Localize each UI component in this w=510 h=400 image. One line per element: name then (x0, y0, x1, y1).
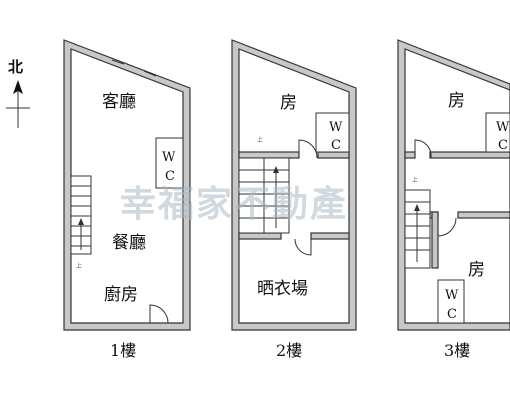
floor-1-wc-c: C (165, 169, 175, 184)
watermark: 幸福家不動產 (120, 184, 348, 225)
floor-3-wc-top-c: C (498, 138, 508, 153)
floor-1-label: 1樓 (110, 341, 136, 360)
floor-1-room-kitchen: 廚房 (104, 284, 138, 305)
floor-2-label: 2樓 (276, 341, 302, 360)
floor-1-stairs: 上 (70, 175, 92, 270)
floor-2-plan: 上 房 晒衣場 W C 2樓 (231, 39, 357, 360)
compass-label: 北 (8, 58, 23, 76)
floor-1-room-dining: 餐廳 (112, 233, 146, 253)
floor-3-wc-bottom-c: C (447, 307, 457, 322)
floor-3-stair-note: 上 (412, 176, 418, 184)
floor-2-room-bedroom: 房 (280, 93, 297, 113)
north-arrow-icon (13, 80, 23, 94)
floor-2-wc-c: C (331, 138, 341, 153)
floor-2-room-drying: 晒衣場 (257, 279, 308, 299)
floor-3-wc-bottom-w: W (445, 288, 459, 303)
floor-1-room-living: 客廳 (102, 92, 136, 112)
floor-1-plan: 上 客廳 餐廳 廚房 W C 1樓 (63, 39, 191, 360)
floor-1-stair-note: 上 (76, 262, 82, 270)
floor-3-label: 3樓 (444, 341, 470, 360)
floor-3-plan: 上 房 房 W C W C 3樓 (397, 39, 510, 360)
floor-3-room-bedroom-bottom: 房 (468, 260, 485, 280)
floor-3-wc-top (485, 112, 510, 153)
floor-2-stairs: 上 (238, 136, 290, 234)
floor-2-wc (315, 112, 350, 153)
floor-1-wc-w: W (162, 150, 176, 165)
floor-3-room-bedroom-top: 房 (448, 91, 465, 111)
floor-3-stairs: 上 (404, 176, 431, 269)
floor-2-stair-note: 上 (257, 136, 263, 144)
floor-2-wc-w: W (329, 120, 343, 135)
north-compass: 北 (6, 58, 30, 128)
floor-3-wc-top-w: W (496, 120, 510, 135)
floor-3-wc-bottom (437, 279, 465, 324)
